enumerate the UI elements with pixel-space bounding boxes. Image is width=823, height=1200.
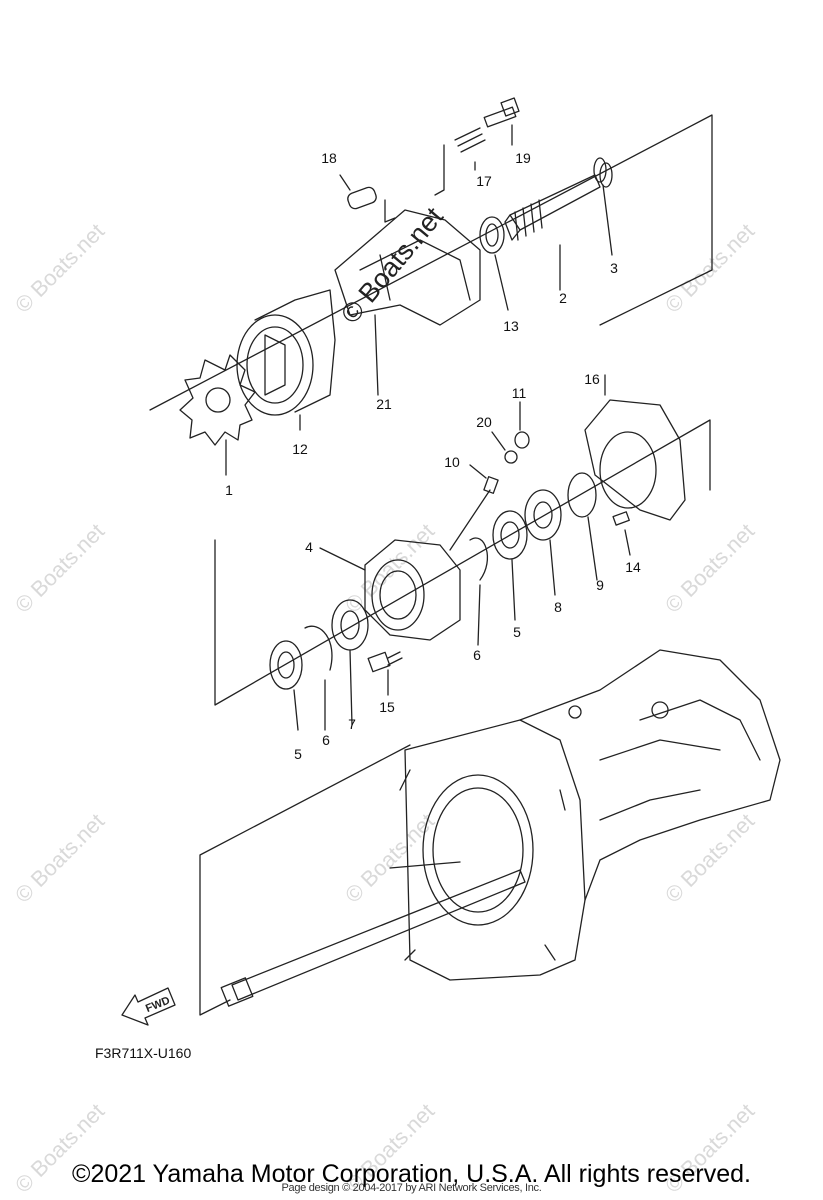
coupling-icon xyxy=(236,289,336,431)
bearing-icon xyxy=(269,472,598,731)
callout-5b: 5 xyxy=(513,624,521,640)
coupler-rubber-icon xyxy=(179,354,256,476)
callout-2: 2 xyxy=(559,290,567,306)
callout-11: 11 xyxy=(511,385,527,401)
washer-icon xyxy=(479,216,509,311)
frame-bottom xyxy=(199,744,411,1016)
frame-middle xyxy=(214,419,711,706)
callout-17: 17 xyxy=(476,173,492,189)
impeller-housing-icon xyxy=(319,539,461,641)
sleeve-icon xyxy=(339,174,396,223)
callout-5a: 5 xyxy=(294,746,302,762)
bolt-icon xyxy=(367,651,403,696)
callout-14: 14 xyxy=(625,559,641,575)
callout-8: 8 xyxy=(554,599,562,615)
spring-bolt-icon xyxy=(434,97,520,196)
drive-shaft-icon xyxy=(220,861,526,1007)
callout-19: 19 xyxy=(515,150,531,166)
pin-icon xyxy=(612,511,631,556)
callout-16: 16 xyxy=(584,371,600,387)
callout-13: 13 xyxy=(503,318,519,334)
callout-21: 21 xyxy=(376,396,392,412)
callout-4: 4 xyxy=(305,539,313,555)
o-ring-icon xyxy=(593,157,613,256)
callout-9: 9 xyxy=(596,577,604,593)
cover-icon xyxy=(334,209,481,396)
callout-6b: 6 xyxy=(473,647,481,663)
callout-10: 10 xyxy=(444,454,460,470)
circlip-icon xyxy=(304,537,489,731)
fitting-icon xyxy=(449,401,530,551)
diagram-code: F3R711X-U160 xyxy=(95,1045,192,1061)
callout-18: 18 xyxy=(321,150,337,166)
page-design-credit: Page design © 2004-2017 by ARI Network S… xyxy=(281,1182,542,1194)
callout-1: 1 xyxy=(225,482,233,498)
callout-6a: 6 xyxy=(322,732,330,748)
copyright: ©2021 Yamaha Motor Corporation, U.S.A. A… xyxy=(72,1160,751,1188)
callout-7: 7 xyxy=(348,716,356,732)
callout-15: 15 xyxy=(379,699,395,715)
jet-pump-icon xyxy=(399,649,781,981)
fwd-arrow-icon xyxy=(121,987,176,1026)
frame-top xyxy=(149,114,713,411)
callout-12: 12 xyxy=(292,441,308,457)
shaft-icon xyxy=(504,174,601,291)
callout-3: 3 xyxy=(610,260,618,276)
callout-20: 20 xyxy=(476,414,492,430)
housing-icon xyxy=(584,374,686,521)
